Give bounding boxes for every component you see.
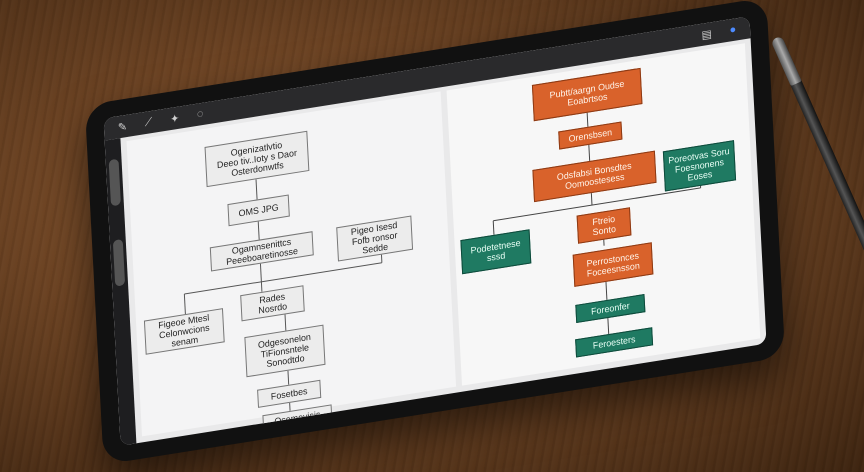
color-icon[interactable]: ● [729,23,737,37]
layers-icon[interactable]: ▤ [701,27,713,42]
tablet-device: ✎ ⟋ ✦ ◌ ▤ ● [84,0,786,465]
left-connectors [183,179,383,411]
brush-size-slider[interactable] [108,158,121,207]
wrench-icon[interactable]: ✎ [117,120,128,134]
eraser-icon[interactable]: ◌ [196,107,204,121]
left-canvas[interactable]: Ogenizatlvtio Deeo tiv..Ioty s Daor Oste… [126,91,457,437]
right-canvas[interactable]: Pubtt/aargn Oudse Eoabrtsos Orensbsen Od… [446,43,761,386]
brush-icon[interactable]: ⟋ [144,115,153,129]
tablet-screen: ✎ ⟋ ✦ ◌ ▤ ● [103,16,767,446]
opacity-slider[interactable] [112,238,126,287]
smudge-icon[interactable]: ✦ [169,112,180,126]
